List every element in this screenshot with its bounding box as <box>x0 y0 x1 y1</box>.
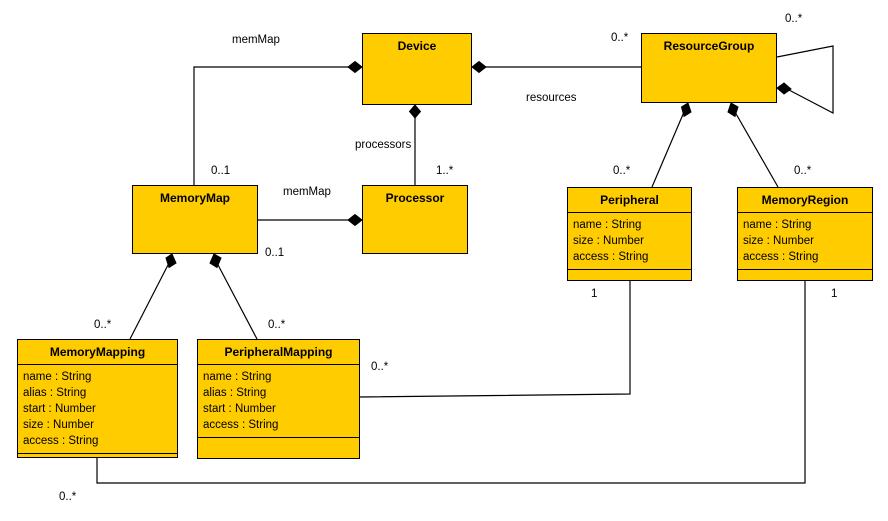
class-peripheral-title: Peripheral <box>600 193 659 207</box>
multiplicity-memorymapping-top: 0..* <box>94 319 112 331</box>
attribute-row: name : String <box>743 219 812 231</box>
multiplicity-memorymap-right: 0..1 <box>265 247 285 259</box>
class-memorymapping[interactable]: MemoryMapping name : String alias : Stri… <box>17 339 178 458</box>
multiplicity-resourcegroup-left: 0..* <box>611 32 629 44</box>
edge-resourcegroup-memoryregion <box>734 111 779 188</box>
attribute-row: access : String <box>743 251 819 263</box>
attribute-row: access : String <box>203 419 279 431</box>
class-peripheralmapping-title: PeripheralMapping <box>224 345 333 359</box>
diamond-device-bottom <box>408 104 422 119</box>
class-memoryregion-attributes: name : String size : Number access : Str… <box>738 212 872 269</box>
multiplicity-processor-top: 1..* <box>436 165 454 177</box>
multiplicity-resourcegroup-self: 0..* <box>785 13 803 25</box>
diamond-resourcegroup-memoryregion <box>727 102 739 118</box>
edge-resourcegroup-peripheral <box>651 111 685 188</box>
multiplicity-peripheral-top: 0..* <box>613 165 631 177</box>
class-peripheral-operations <box>568 269 691 284</box>
class-device[interactable]: Device <box>362 33 472 105</box>
attribute-row: access : String <box>23 435 99 447</box>
class-processor-title: Processor <box>385 191 445 205</box>
diamond-resourcegroup-peripheral <box>680 102 692 118</box>
multiplicity-peripheralmapping-right: 0..* <box>371 361 389 373</box>
edge-label-processors: processors <box>355 139 412 151</box>
attribute-row: size : Number <box>743 235 814 247</box>
attribute-row: start : Number <box>23 403 96 415</box>
class-resourcegroup[interactable]: ResourceGroup <box>641 33 777 103</box>
diamond-memorymap-peripheralmapping <box>209 253 222 269</box>
class-memorymapping-operations <box>18 453 177 466</box>
edge-memorymap-peripheralmapping <box>216 262 258 340</box>
edge-memorymap-device <box>193 66 356 185</box>
multiplicity-memoryregion-top: 0..* <box>794 165 812 177</box>
class-peripheral-attributes: name : String size : Number access : Str… <box>568 212 691 269</box>
edge-label-memmap-top: memMap <box>232 34 280 46</box>
class-memorymapping-attributes: name : String alias : String start : Num… <box>18 364 177 453</box>
class-memorymap-title: MemoryMap <box>159 191 230 205</box>
class-memorymapping-title: MemoryMapping <box>49 345 146 359</box>
attribute-row: name : String <box>203 371 272 383</box>
attribute-row: access : String <box>573 251 649 263</box>
edge-resourcegroup-self <box>776 45 834 114</box>
class-peripheralmapping[interactable]: PeripheralMapping name : String alias : … <box>197 339 360 459</box>
diamond-processor-left <box>347 213 363 227</box>
multiplicity-memorymapping-bottom: 0..* <box>59 491 77 503</box>
edge-memorymapping-memoryregion <box>96 281 806 484</box>
multiplicity-memorymap-top: 0..1 <box>211 165 231 177</box>
multiplicity-memoryregion-bottom: 1 <box>831 288 838 300</box>
class-memorymap[interactable]: MemoryMap <box>132 185 258 254</box>
multiplicity-peripheral-bottom: 1 <box>591 288 598 300</box>
class-device-title: Device <box>397 39 437 53</box>
class-memoryregion[interactable]: MemoryRegion name : String size : Number… <box>737 187 873 281</box>
class-memoryregion-title: MemoryRegion <box>761 193 849 207</box>
attribute-row: start : Number <box>203 403 276 415</box>
diamond-resourcegroup-self <box>776 82 792 95</box>
attribute-row: size : Number <box>23 419 94 431</box>
attribute-row: name : String <box>23 371 92 383</box>
edge-label-memmap-mid: memMap <box>283 186 331 198</box>
class-memoryregion-operations <box>738 269 872 284</box>
class-peripheralmapping-attributes: name : String alias : String start : Num… <box>198 364 359 437</box>
class-peripheral[interactable]: Peripheral name : String size : Number a… <box>567 187 692 281</box>
edge-peripheralmapping-peripheral <box>359 281 631 398</box>
class-peripheralmapping-operations <box>198 437 359 466</box>
edge-label-resources: resources <box>526 92 577 104</box>
class-resourcegroup-title: ResourceGroup <box>663 39 755 53</box>
attribute-row: alias : String <box>203 387 267 399</box>
multiplicity-peripheralmapping-top: 0..* <box>268 319 286 331</box>
attribute-row: name : String <box>573 219 642 231</box>
edge-memorymap-memorymapping <box>129 262 170 340</box>
attribute-row: size : Number <box>573 235 644 247</box>
diamond-device-left <box>347 60 363 74</box>
diamond-memorymap-memorymapping <box>165 253 177 269</box>
class-processor[interactable]: Processor <box>362 185 468 254</box>
diamond-device-right <box>471 60 487 74</box>
attribute-row: alias : String <box>23 387 87 399</box>
